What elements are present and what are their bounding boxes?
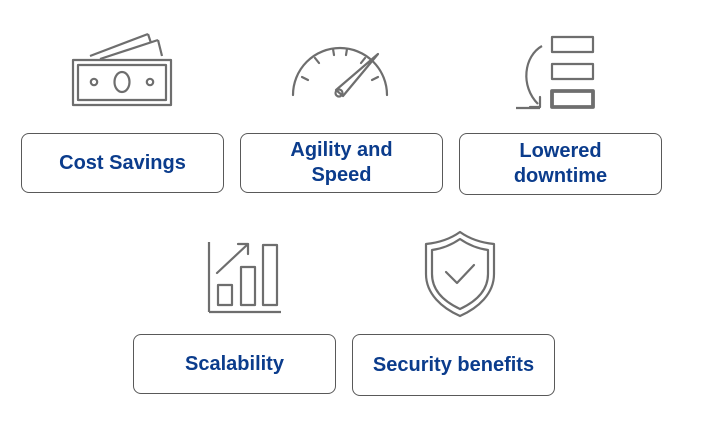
cost-savings-label: Cost Savings (59, 151, 186, 174)
security-benefits-box: Security benefits (352, 334, 555, 396)
money-bills-icon (70, 30, 174, 108)
scalability-label: Scalability (185, 352, 284, 375)
agility-and-speed-box: Agility and Speed (240, 133, 443, 193)
shield-check-icon (424, 230, 496, 318)
lowered-downtime-box: Lowered downtime (459, 133, 662, 195)
security-benefits-label: Security benefits (372, 353, 535, 376)
lowered-downtime-label: Lowered downtime (513, 140, 608, 187)
growth-bar-chart-icon (205, 240, 283, 316)
scalability-box: Scalability (133, 334, 336, 394)
speedometer-icon (288, 38, 392, 98)
cost-savings-box: Cost Savings (21, 133, 224, 193)
recovery-stack-icon (512, 34, 598, 114)
agility-and-speed-label: Agility and Speed (290, 139, 393, 186)
